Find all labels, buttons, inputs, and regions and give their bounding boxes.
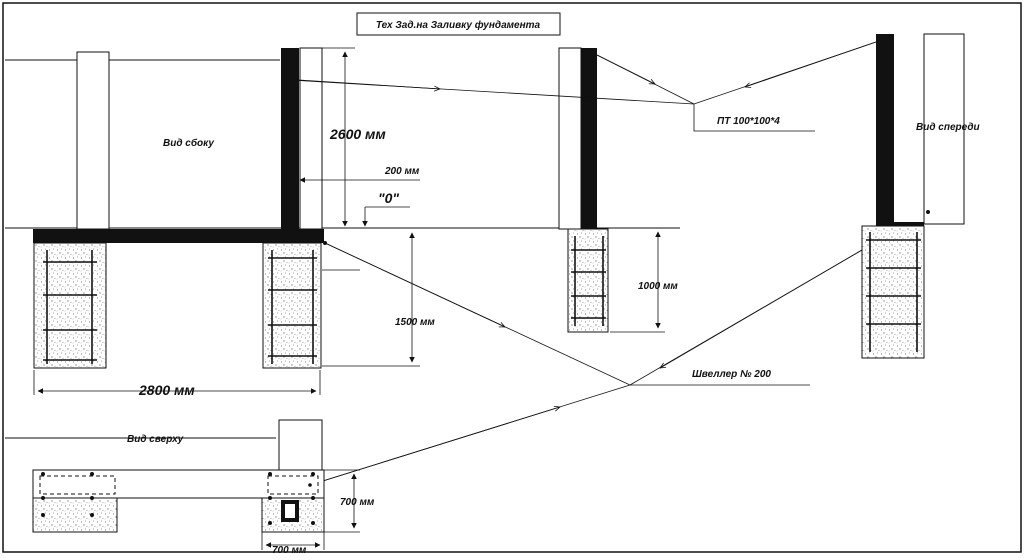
left-post [76, 51, 110, 230]
footing-middle [567, 228, 609, 333]
title-box: Тех Зад.на Заливку фундамента [356, 12, 561, 36]
leader-lines [289, 41, 877, 486]
drawing-title: Тех Зад.на Заливку фундамента [376, 19, 541, 31]
dim-700-vertical: 700 мм [340, 497, 375, 508]
top-view: 700 мм 700 мм Вид сверху [5, 419, 375, 556]
dim-1000: 1000 мм [638, 281, 678, 292]
dim-200: 200 мм [384, 166, 420, 177]
footing-front [861, 225, 925, 359]
dim-2600: 2600 мм [329, 126, 386, 142]
middle-post-view: 1000 мм [420, 47, 680, 333]
pipe-label: ПТ 100*100*4 [717, 116, 780, 127]
channel-label: Швеллер № 200 [692, 369, 771, 380]
top-view-label: Вид сверху [127, 434, 184, 445]
right-post [299, 47, 323, 230]
dim-1500: 1500 мм [395, 317, 435, 328]
front-view-label: Вид спереди [916, 122, 980, 133]
dim-700-horizontal: 700 мм [272, 545, 307, 555]
dim-2800: 2800 мм [138, 382, 195, 398]
channel-beam [33, 229, 324, 243]
side-view: 2600 мм 200 мм "0" 1500 мм 2800 мм Вид с… [5, 47, 435, 398]
zero-mark: "0" [378, 190, 399, 206]
side-view-label: Вид сбоку [163, 137, 214, 149]
footing-left [33, 242, 107, 369]
front-view: Вид спереди [861, 33, 980, 359]
